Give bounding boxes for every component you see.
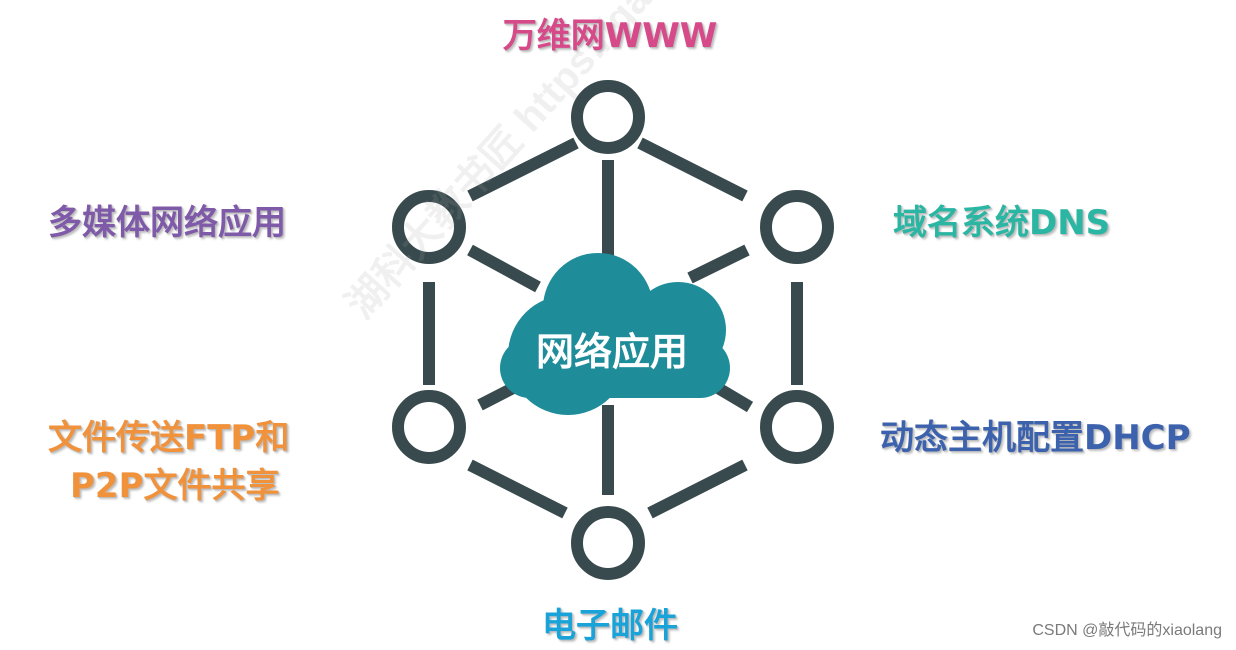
node-top-left xyxy=(392,190,466,264)
hexagon-edges xyxy=(423,137,803,519)
edge-bottomright-to-bottom xyxy=(647,459,748,519)
node-bottom-left xyxy=(392,390,466,464)
edge-top-to-topleft xyxy=(467,137,579,202)
cloud-label: 网络应用 xyxy=(536,330,688,374)
cloud-icon xyxy=(500,253,730,415)
label-email: 电子邮件 xyxy=(542,606,678,646)
network-nodes xyxy=(392,80,834,580)
node-bottom xyxy=(571,506,645,580)
spoke-topleft xyxy=(467,244,541,293)
label-dhcp: 动态主机配置DHCP xyxy=(880,418,1191,458)
spoke-bottomleft xyxy=(477,381,518,411)
label-ftp-line2: P2P文件共享 xyxy=(70,466,280,506)
label-ftp-line1: 文件传送FTP和 xyxy=(48,418,290,458)
label-multimedia: 多媒体网络应用 xyxy=(48,203,286,243)
node-top-right xyxy=(760,190,834,264)
spoke-bottomright xyxy=(714,382,754,413)
spoke-topright xyxy=(687,244,750,284)
node-bottom-right xyxy=(760,390,834,464)
spoke-edges xyxy=(467,160,754,495)
edge-top-to-topright xyxy=(637,137,748,202)
label-dns: 域名系统DNS xyxy=(893,203,1111,243)
edge-bottomleft-to-bottom xyxy=(467,459,568,519)
label-www: 万维网WWW xyxy=(502,16,718,56)
node-top xyxy=(571,80,645,154)
credit-text: CSDN @敲代码的xiaolang xyxy=(1032,622,1222,639)
